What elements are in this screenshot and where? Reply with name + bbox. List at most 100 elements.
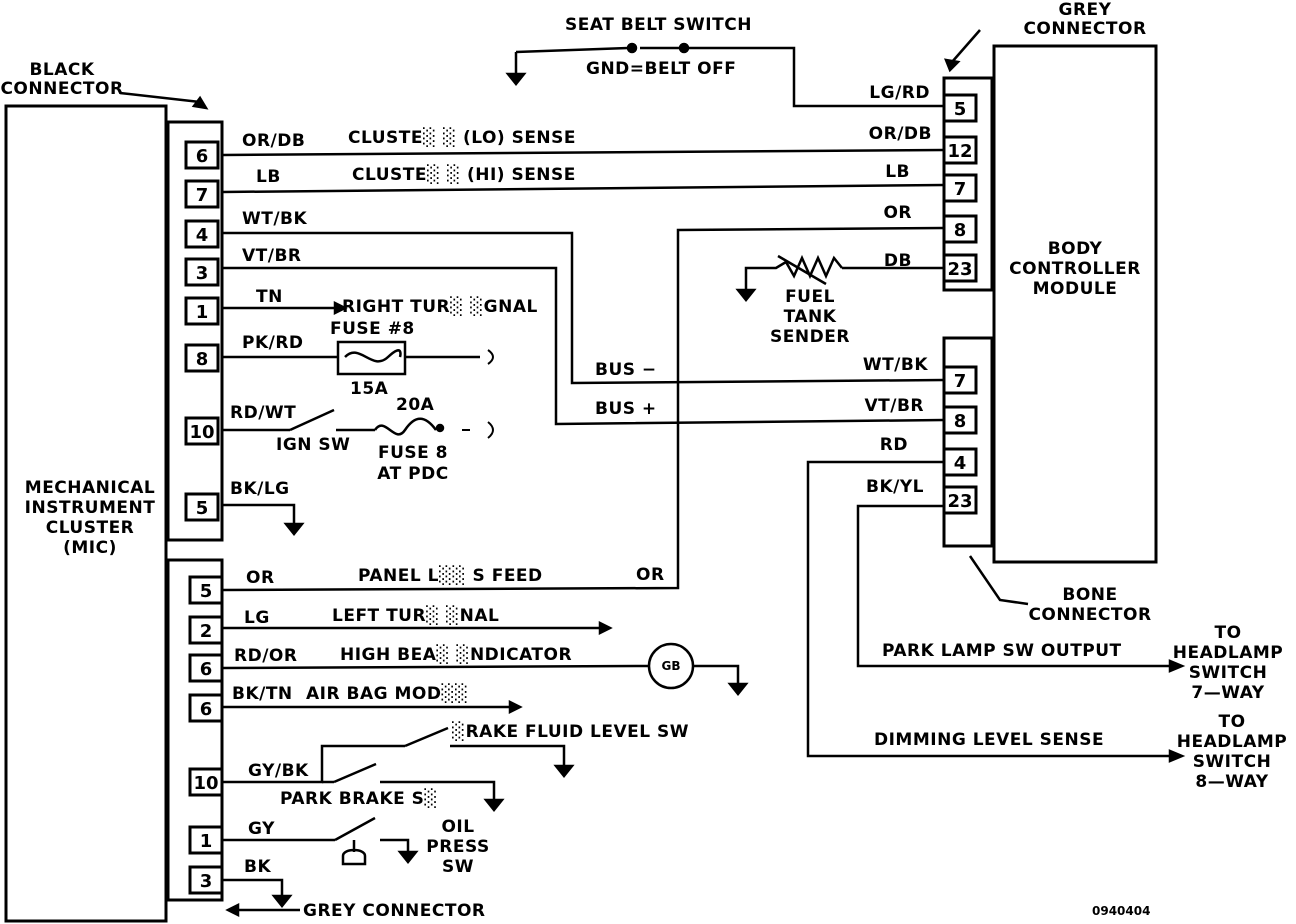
wire-oil-ground (380, 838, 410, 852)
wire-label-or-bcm: OR (883, 203, 912, 223)
mic-pin-label: 8 (196, 349, 209, 370)
arrowhead (508, 699, 523, 715)
ground-symbol (483, 798, 505, 813)
bcm-pin-label: 7 (954, 179, 967, 200)
mic-lower-connector (166, 558, 224, 902)
ground-symbol (553, 764, 575, 779)
wire-park-brake-ground (380, 780, 496, 800)
wire-bk-lg (222, 503, 296, 524)
ground-symbol (505, 72, 527, 87)
circuit-bus-minus: BUS − (595, 360, 657, 380)
mic-pin-label: 2 (200, 621, 213, 642)
wire-label-gy-bk: GY/BK (248, 761, 309, 781)
fuse8-symbol (336, 340, 407, 376)
bcm-pin-box (942, 214, 978, 244)
wire-label-wt-bk-bcm: WT/BK (863, 355, 929, 375)
mic-pin-box (188, 767, 224, 797)
mic-pin-box (184, 140, 220, 170)
bcm-pin-box (942, 485, 978, 515)
mic-pin-box (184, 219, 220, 249)
mic-pin-label: 5 (200, 581, 213, 602)
wire-label-or-db-bcm: OR/DB (869, 124, 932, 144)
bcm-pin-label: 7 (954, 371, 967, 392)
circuit-cluster-hi: CLUSTE░ ░ (HI) SENSE (352, 164, 576, 185)
circuit-bus-plus: BUS + (595, 399, 657, 419)
mic-module-box (4, 104, 168, 923)
circuit-ign-sw: IGN SW (276, 435, 350, 455)
wire-label-or: OR (246, 568, 275, 588)
bcm-pin-box (942, 405, 978, 435)
mic-pin-box (184, 296, 220, 326)
bcm-pin-label: 8 (954, 220, 967, 241)
fuel-sender-resistor (744, 254, 843, 290)
circuit-cluster-lo: CLUSTE░ ░ (LO) SENSE (348, 127, 576, 148)
wire-wt-bk (222, 231, 945, 385)
wire-rd (806, 460, 1170, 758)
open-end-symbol (487, 421, 494, 439)
wire-label-gy: GY (248, 819, 275, 839)
mic-pin-label: 1 (196, 302, 209, 323)
wire-label-rd-or: RD/OR (234, 646, 297, 666)
bcm-pin-box (942, 173, 978, 203)
bcm-pin-label: 12 (947, 141, 972, 162)
bcm-pin-label: 5 (954, 99, 967, 120)
wire-bk (222, 878, 284, 896)
bcm-pin-box (942, 447, 978, 477)
wire-label-vt-br-bcm: VT/BR (864, 396, 924, 416)
wire-vt-br (222, 266, 945, 426)
wire-label-tn: TN (256, 287, 283, 307)
mic-pin-box (184, 343, 220, 373)
bone-connector-leader (968, 555, 1029, 606)
wire-label-lb-bcm: LB (885, 162, 910, 182)
park-brake-switch (333, 762, 377, 784)
arrowhead (1168, 749, 1186, 763)
ground-symbol (727, 682, 749, 697)
oil-switch-blade (334, 816, 376, 842)
mic-pin-label: 7 (196, 185, 209, 206)
mic-pin-box (184, 179, 220, 209)
mic-pin-box (188, 825, 224, 855)
wire-lb (221, 183, 945, 194)
arrowhead (333, 300, 348, 316)
circuit-15a: 15A (350, 379, 389, 399)
wire-label-lb: LB (256, 167, 281, 187)
mic-pin-box (188, 693, 224, 723)
circuit-park-brake: PARK BRAKE S░ (280, 788, 438, 809)
bcm-pin-box (942, 93, 978, 123)
high-beam-bulb-label: GB (662, 659, 681, 673)
wire-label-bk-tn: BK/TN (232, 684, 293, 704)
wire-or-db (221, 148, 945, 157)
mic-pin-label: 6 (200, 659, 213, 680)
arrowhead (191, 95, 209, 110)
black-connector-leader (119, 91, 201, 104)
circuit-dimming: DIMMING LEVEL SENSE (874, 730, 1104, 750)
mic-pin-label: 4 (196, 225, 209, 246)
mic-pin-label: 10 (189, 422, 214, 443)
bcm-bone-connector (942, 336, 994, 548)
mic-pin-label: 6 (196, 146, 209, 167)
mic-pin-box (188, 865, 224, 895)
wire-label-bk-yl-bcm: BK/YL (866, 477, 924, 497)
wire-label-lg: LG (244, 608, 270, 628)
seat-belt-title: SEAT BELT SWITCH (565, 15, 752, 35)
bcm-pin-label: 4 (954, 453, 967, 474)
open-end-symbol (487, 349, 494, 365)
circuit-20a: 20A (396, 395, 435, 415)
grey-connector-leader (951, 29, 981, 63)
seat-belt-contact (626, 42, 638, 54)
arrowhead (598, 620, 613, 636)
mic-pin-label: 1 (200, 831, 213, 852)
wire-rd-or (221, 664, 649, 670)
wire-or-panel (221, 226, 945, 592)
ground-symbol (271, 894, 293, 909)
wire-label-rd-wt: RD/WT (230, 403, 296, 423)
wire-label-bk-lg: BK/LG (230, 479, 290, 499)
wire-label-or-2: OR (636, 565, 665, 585)
circuit-high-beam: HIGH BEA░ ░NDICATOR (340, 644, 572, 665)
